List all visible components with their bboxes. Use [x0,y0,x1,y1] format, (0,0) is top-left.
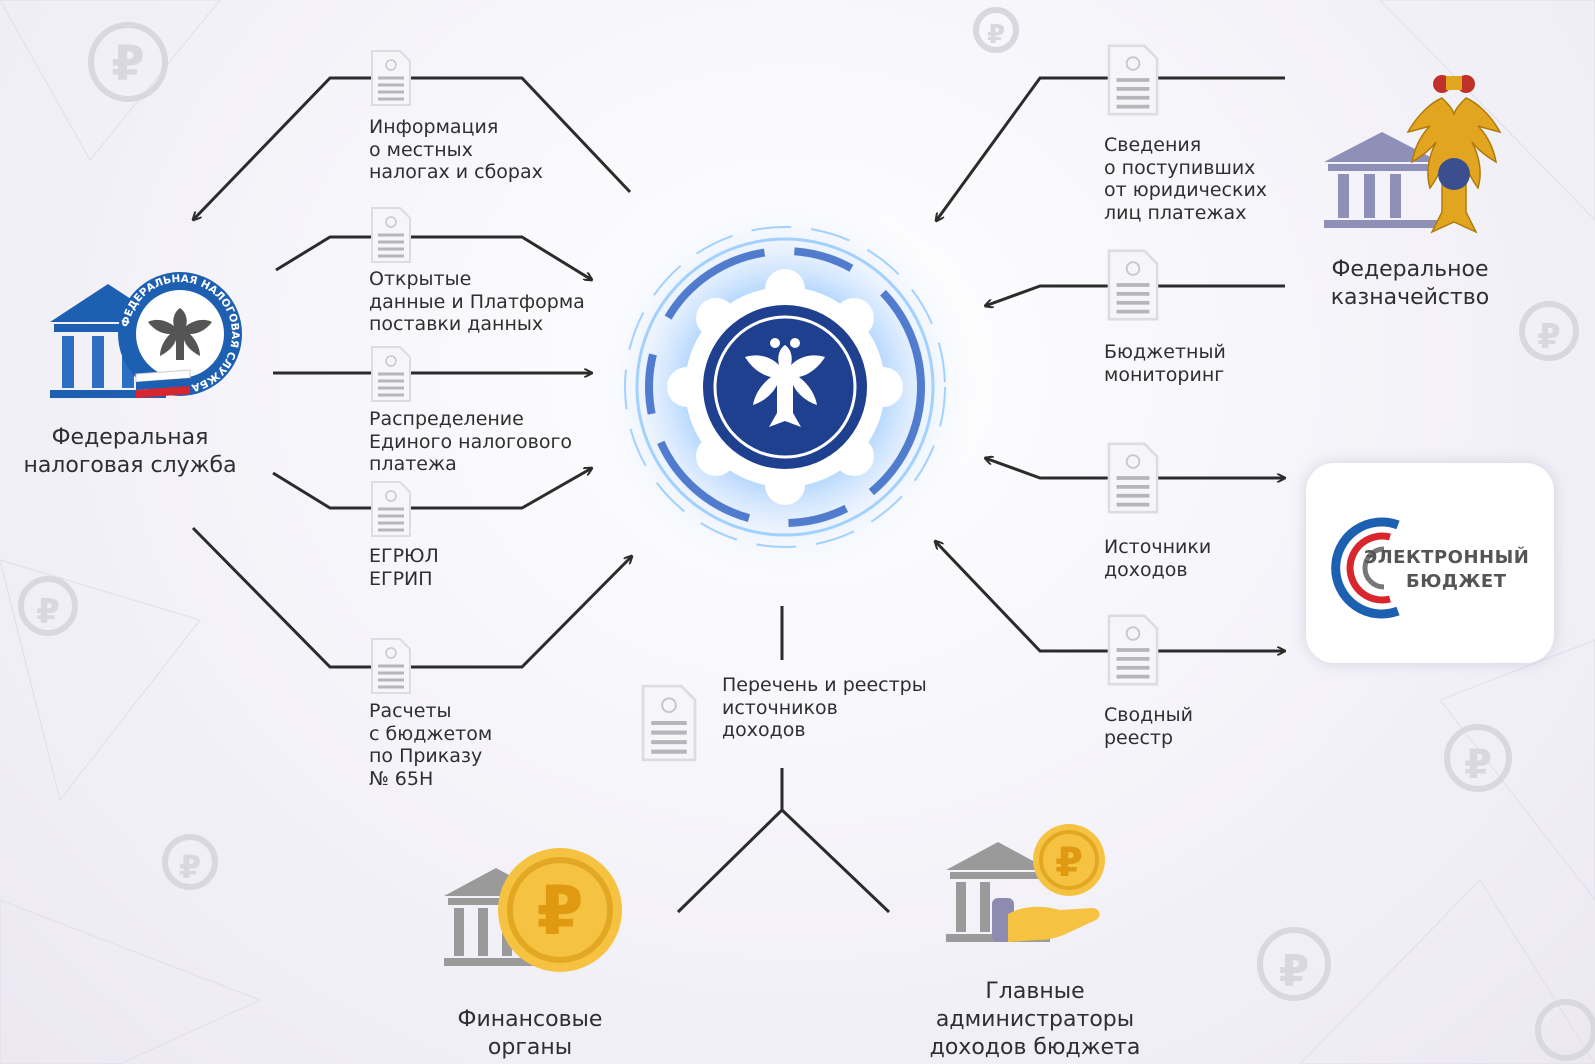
bank-building-icon [1324,132,1440,228]
arrow-egr [272,468,592,510]
electronic-budget-line2: БЮДЖЕТ [1406,571,1507,592]
electronic-budget-logo[interactable]: ЭЛЕКТРОННЫЙ БЮДЖЕТ [1306,463,1554,663]
eagle-emblem-icon [148,308,212,360]
fns-logo: ФЕДЕРАЛЬНАЯ НАЛОГОВАЯ СЛУЖБА [50,272,242,398]
label-lists: Перечень и реестры источников доходов [722,674,927,741]
hand-icon [1008,906,1100,942]
arrow-registry [935,541,1285,651]
label-payments: Сведения о поступивших от юридических ли… [1104,134,1268,224]
bank-of-russia-logo [667,269,903,505]
financial-bodies-label: Финансовые органы [457,1007,603,1060]
treasury-logo [1324,75,1502,234]
label-sources: Источники доходов [1104,536,1212,581]
arrow-calc [191,526,632,669]
label-local-taxes: Информация о местных налогах и сборах [369,116,543,183]
russian-flag [135,369,191,398]
svg-text:₽: ₽ [36,592,60,632]
document-icon [371,346,411,402]
eagle-emblem-icon [1406,75,1502,234]
arrow-monitoring [985,284,1285,306]
document-icon [641,684,697,762]
document-icon [371,481,411,537]
treasury-label: Федеральное казначейство [1330,257,1490,310]
document-icon [371,638,411,694]
eagle-emblem-icon [745,338,825,427]
arrow-open-data [275,235,592,280]
central-hub [590,192,980,582]
arrow-sources [985,458,1285,478]
fns-label: Федеральная налоговая служба [23,425,237,478]
svg-text:₽: ₽ [987,20,1005,50]
document-icon [371,207,411,263]
line-tree [676,768,891,914]
arrow-payments [936,76,1285,221]
document-icon [1107,249,1159,321]
revenue-administrators-label: Главные администраторы доходов бюджета [929,979,1141,1060]
label-registry: Сводный реестр [1104,704,1193,749]
document-icon [1107,44,1159,116]
label-calc: Расчеты с бюджетом по Приказу № 65Н [369,700,493,790]
label-egr: ЕГРЮЛ ЕГРИП [369,545,439,590]
electronic-budget-line1: ЭЛЕКТРОННЫЙ [1364,547,1530,568]
arrow-local-taxes [193,76,632,220]
ruble-icon: ₽ [1033,824,1105,896]
ruble-icon: ₽ [498,848,622,972]
document-icon [1107,442,1159,514]
financial-bodies-icon: ₽ [444,848,622,972]
svg-text:₽: ₽ [1055,840,1083,886]
svg-text:₽: ₽ [179,848,201,886]
svg-text:₽: ₽ [1537,317,1561,357]
label-open-data: Открытые данные и Платформа поставки дан… [369,268,585,335]
revenue-administrators-icon: ₽ [946,824,1105,942]
label-ens: Распределение Единого налогового платежа [369,408,573,475]
svg-text:₽: ₽ [536,872,583,951]
svg-text:₽: ₽ [111,36,144,92]
svg-text:₽: ₽ [1279,946,1310,997]
document-icon [371,50,411,106]
document-icon [1107,614,1159,686]
svg-text:₽: ₽ [1464,742,1492,788]
label-monitoring: Бюджетный мониторинг [1104,341,1226,386]
ruble-icon [18,7,1595,1061]
